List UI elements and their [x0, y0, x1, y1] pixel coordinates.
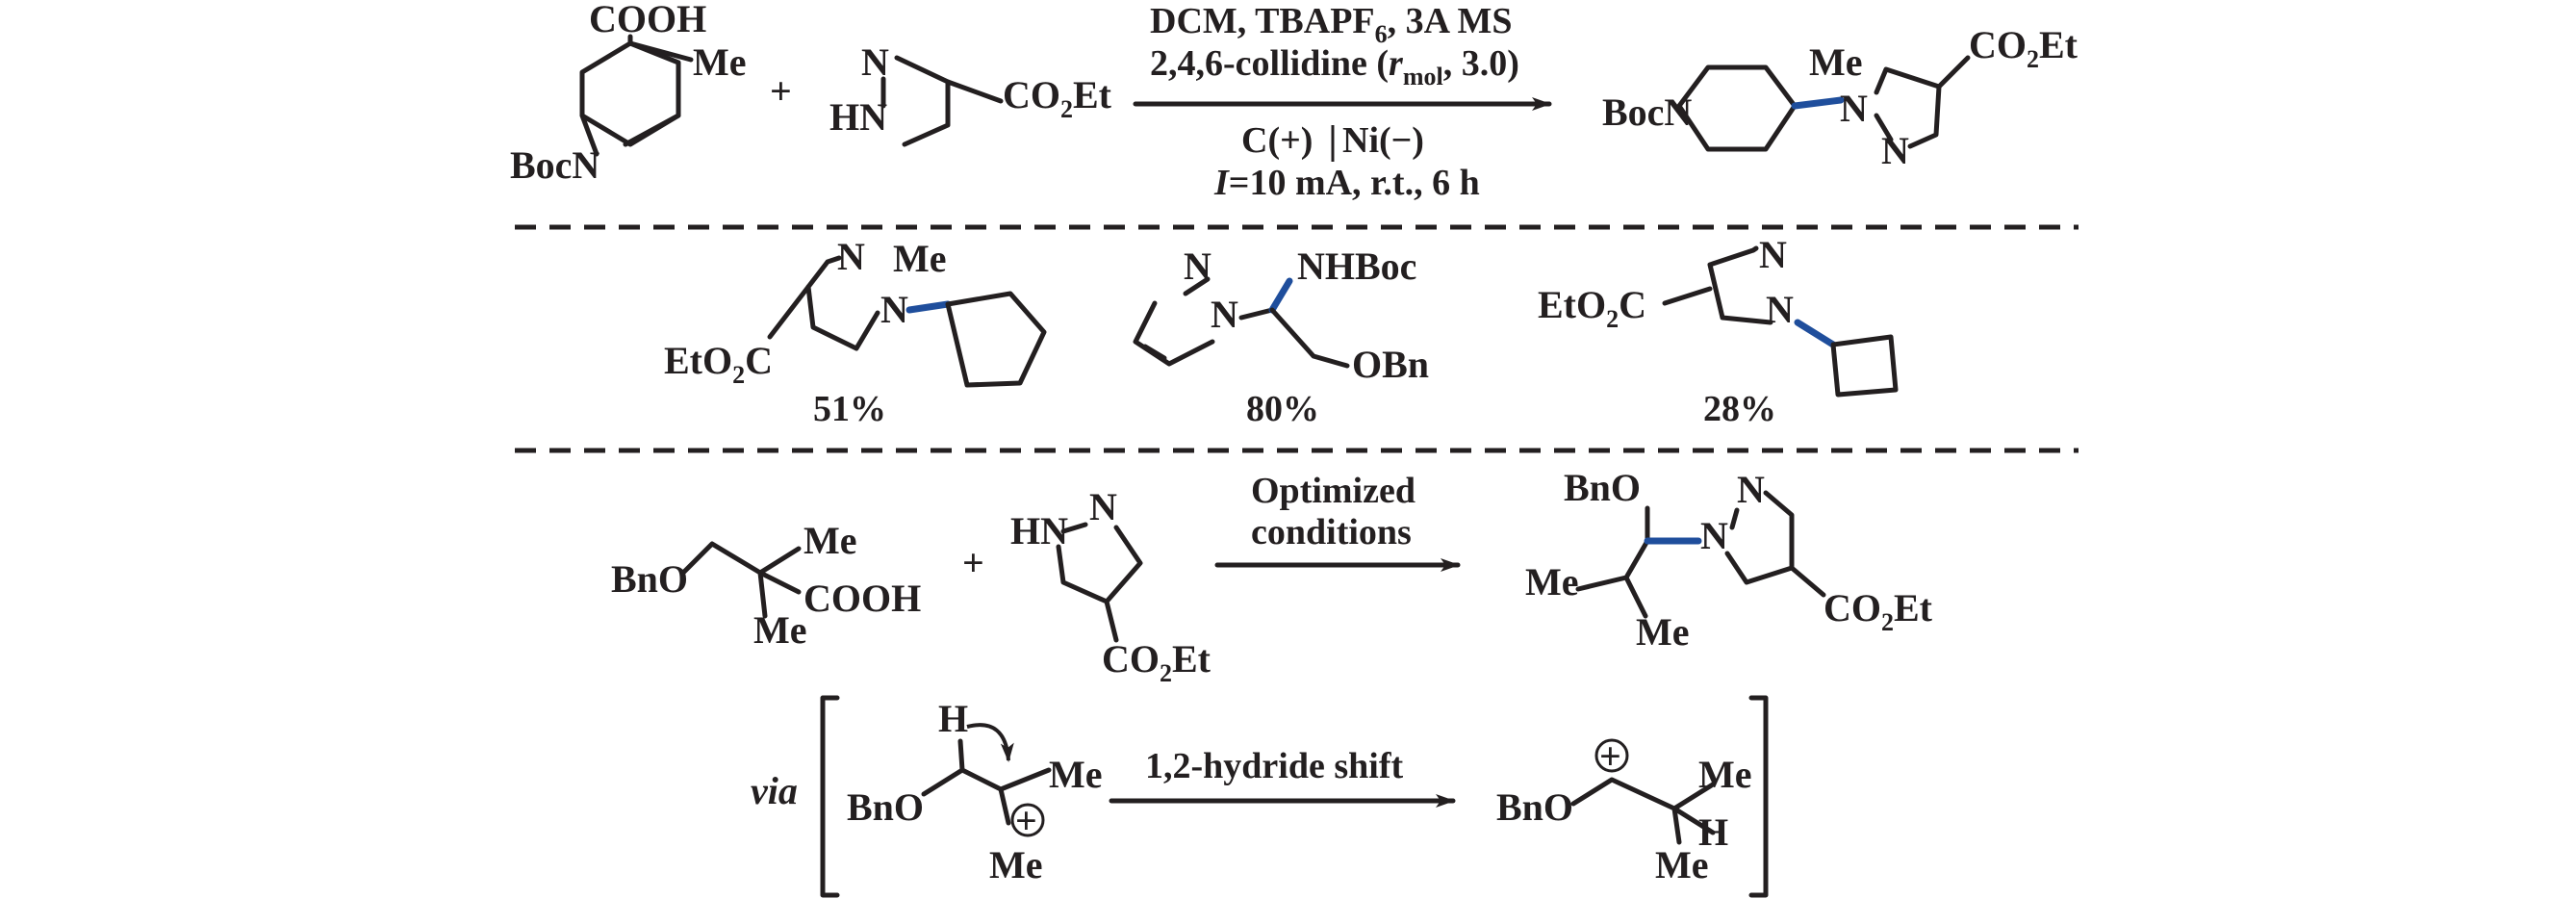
cond-electrode-cathode: Ni(−): [1342, 120, 1424, 161]
r2-me-bottom: Me: [753, 608, 807, 652]
prod1-co2et-label: CO2Et: [1969, 23, 2079, 73]
sm1-cooh-label: COOH: [589, 0, 706, 40]
cond-line-4: I=10 mA, r.t., 6 h: [1213, 163, 1480, 203]
cond-electrode-anode: C(+): [1241, 120, 1313, 161]
ex2-yield: 80%: [1246, 389, 1319, 429]
mech-arrow-label: 1,2-hydride shift: [1145, 746, 1403, 786]
r2-acid-structure: BnO Me COOH Me: [611, 519, 921, 652]
pyrazole-ester-structure: N HN CO2Et: [829, 40, 1112, 147]
ex2-obn-label: OBn: [1352, 343, 1429, 386]
cond-line-2: 2,4,6-collidine (rmol, 3.0): [1150, 43, 1519, 90]
mech-right-me-top: Me: [1698, 753, 1752, 796]
mech-right-bno: BnO: [1496, 785, 1573, 829]
r2-cond-line-1: Optimized: [1251, 471, 1416, 511]
mech-left-cation: H BnO Me + Me: [847, 697, 1103, 886]
mech-left-me-bottom: Me: [989, 843, 1043, 886]
mechanism: via H BnO Me + Me 1,2-hydride shift BnO …: [751, 695, 1769, 898]
piperidine-acid-structure: COOH Me BocN: [510, 0, 747, 187]
ex3-yield: 28%: [1703, 389, 1776, 429]
mech-right-cation: BnO + Me H Me: [1496, 734, 1752, 886]
r2-conditions: Optimized conditions: [1214, 471, 1461, 572]
ex2-nhboc-label: NHBoc: [1297, 244, 1416, 288]
sm2-co2et-label: CO2Et: [1003, 73, 1112, 123]
ex1-yield: 51%: [813, 389, 886, 429]
sm1-me-label: Me: [693, 40, 747, 84]
r2p-n1-label: N: [1700, 514, 1728, 557]
r2-cond-line-2: conditions: [1251, 512, 1412, 552]
ex3-ester-label: EtO2C: [1538, 283, 1646, 333]
reaction-2: BnO Me COOH Me + HN N CO2Et Optimized co…: [611, 466, 1933, 687]
mech-right-plus: +: [1599, 734, 1621, 778]
r2-plus-sign: +: [962, 541, 984, 584]
r2-n-label: N: [1089, 485, 1117, 528]
sm2-n-label: N: [861, 40, 889, 84]
r2-bno-label: BnO: [611, 557, 688, 601]
via-label: via: [751, 769, 798, 812]
reaction-1: COOH Me BocN + N HN CO2Et DCM, TBAPF6, 3…: [510, 0, 2079, 203]
ex3-n-sub: N: [1766, 288, 1794, 331]
plus-sign: +: [770, 69, 792, 113]
r2p-co2et-label: CO2Et: [1824, 586, 1933, 636]
r2-product: BnO N N Me Me CO2Et: [1525, 466, 1933, 654]
sm1-bocn-label: BocN: [510, 143, 599, 187]
r2p-n2-label: N: [1737, 468, 1765, 511]
ex1-n-sub: N: [880, 288, 908, 331]
reaction-1-conditions: DCM, TBAPF6, 3A MS 2,4,6-collidine (rmol…: [1133, 1, 1552, 203]
prod1-n1-label: N: [1840, 87, 1868, 130]
mech-left-plus: +: [1015, 799, 1037, 842]
cond-line-1: DCM, TBAPF6, 3A MS: [1150, 1, 1512, 48]
mech-right-me-bottom: Me: [1655, 843, 1709, 886]
example-2: N N NHBoc OBn 80%: [1133, 244, 1429, 429]
ex2-n-sub: N: [1211, 293, 1238, 336]
mech-left-me-top: Me: [1049, 753, 1103, 796]
ex1-n-top: N: [837, 235, 865, 278]
cation-circle-left: [1010, 803, 1045, 837]
r2p-bno-label: BnO: [1564, 466, 1641, 509]
cation-circle-right: [1594, 738, 1629, 773]
example-3: N EtO2C N 28%: [1538, 233, 1899, 429]
r2p-me-left: Me: [1525, 560, 1579, 604]
mech-left-bno: BnO: [847, 785, 924, 829]
r2-me-top: Me: [803, 519, 857, 562]
left-bracket: [820, 695, 840, 898]
mech-left-h: H: [938, 697, 968, 740]
ex1-ester-label: CEtO2C: [664, 339, 773, 389]
example-1: N Me N CEtO2C 51%: [664, 235, 1047, 429]
prod1-n2-label: N: [1881, 129, 1909, 172]
ex3-n-top: N: [1759, 233, 1787, 276]
right-bracket: [1748, 695, 1769, 898]
r2-cooh-label: COOH: [803, 577, 921, 620]
prod1-bocn-label: BocN: [1602, 90, 1692, 134]
ex1-me-label: Me: [893, 237, 947, 280]
r2-co2et-label: CO2Et: [1102, 637, 1211, 687]
r2-pyrazole-structure: HN N CO2Et: [1010, 485, 1211, 687]
reaction-1-product: BocN Me N N CO2Et: [1602, 23, 2079, 172]
mech-right-h: H: [1698, 810, 1728, 854]
hydride-curved-arrow: [966, 723, 1014, 762]
r2p-me-bottom: Me: [1636, 610, 1690, 654]
prod1-me-label: Me: [1809, 40, 1863, 84]
sm2-hn-label: HN: [829, 95, 887, 139]
